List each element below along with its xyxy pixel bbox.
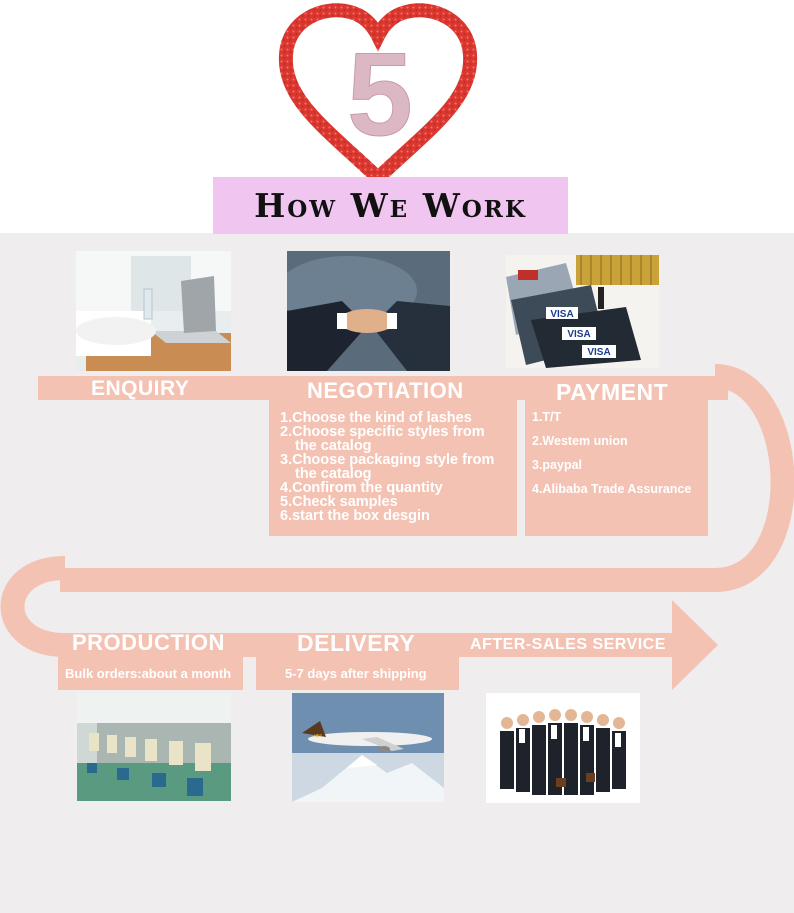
negotiation-box xyxy=(269,400,517,536)
cargo-plane-photo: ups xyxy=(292,693,444,802)
svg-text:ups: ups xyxy=(314,733,323,739)
after-sales-label: AFTER-SALES SERVICE xyxy=(470,636,666,653)
payment-box xyxy=(525,400,708,536)
negotiation-item: 6.start the box desgin xyxy=(280,508,430,524)
page-title: How We Work xyxy=(254,186,527,225)
negotiation-item: 1.Choose the kind of lashes xyxy=(280,410,472,426)
production-detail: Bulk orders:about a month xyxy=(65,666,232,681)
negotiation-item: 5.Check samples xyxy=(280,494,398,510)
step-number: 5 xyxy=(347,29,413,161)
payment-list: 1.T/T 2.Westem union 3.paypal 4.Alibaba … xyxy=(532,407,691,503)
negotiation-item: the catalog xyxy=(295,466,372,482)
laptop-typing-photo xyxy=(76,251,231,371)
delivery-detail-box xyxy=(256,657,459,690)
svg-text:VISA: VISA xyxy=(587,347,610,358)
negotiation-item: the catalog xyxy=(295,438,372,454)
negotiation-item: 4.Confirom the quantity xyxy=(280,480,443,496)
heart-icon: 5 xyxy=(278,3,478,185)
negotiation-item: 2.Choose specific styles from xyxy=(280,424,485,440)
payment-item: 1.T/T xyxy=(532,410,562,424)
handshake-photo xyxy=(287,251,450,371)
title-band: How We Work xyxy=(213,177,568,234)
payment-item: 3.paypal xyxy=(532,458,583,472)
enquiry-label: ENQUIRY xyxy=(91,377,190,400)
visa-cards-photo: VISA VISA VISA xyxy=(506,255,659,368)
factory-workers-photo xyxy=(77,693,231,801)
payment-item: 2.Westem union xyxy=(532,434,628,448)
negotiation-label: NEGOTIATION xyxy=(307,378,464,403)
svg-text:VISA: VISA xyxy=(567,329,590,340)
svg-text:VISA: VISA xyxy=(550,309,573,320)
delivery-detail: 5-7 days after shipping xyxy=(285,666,427,681)
production-detail-box xyxy=(58,657,243,690)
payment-item: 4.Alibaba Trade Assurance xyxy=(532,482,692,496)
production-label: PRODUCTION xyxy=(72,630,225,655)
business-team-photo xyxy=(486,693,640,803)
negotiation-list: 1.Choose the kind of lashes 2.Choose spe… xyxy=(280,410,520,524)
delivery-label: DELIVERY xyxy=(297,630,416,656)
negotiation-item: 3.Choose packaging style from xyxy=(280,452,495,468)
